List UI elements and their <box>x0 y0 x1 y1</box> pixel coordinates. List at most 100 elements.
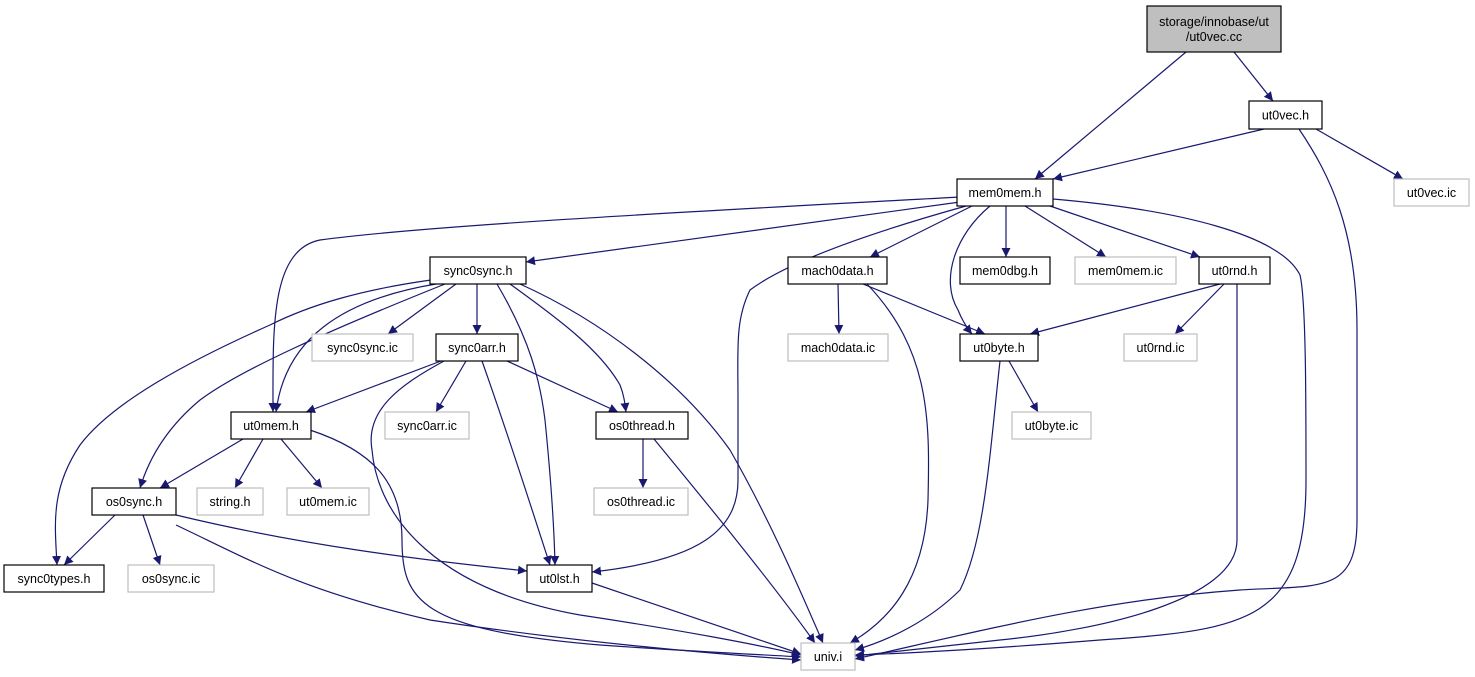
node-box <box>595 411 689 440</box>
node-mem0mem-ic: mem0mem.ic <box>1074 256 1177 285</box>
node-label: ut0byte.ic <box>1025 419 1079 433</box>
node-label: mem0dbg.h <box>972 264 1038 278</box>
node-box <box>593 487 689 516</box>
node-mach0data-ic: mach0data.ic <box>787 333 889 362</box>
node-box <box>435 333 519 362</box>
node-box <box>1123 333 1198 362</box>
node-label: sync0types.h <box>18 572 91 586</box>
edge-ut0rnd-h-to-ut0rnd-ic <box>1174 283 1225 335</box>
node-label: ut0vec.h <box>1262 108 1309 122</box>
edge-sync0sync-h-to-os0thread-h <box>509 283 630 413</box>
node-box <box>787 256 888 285</box>
edge-sync0sync-h-to-ut0mem-h <box>272 283 437 413</box>
node-label: ut0rnd.h <box>1212 264 1258 278</box>
node-box <box>1074 256 1177 285</box>
node-label: univ.i <box>814 650 842 664</box>
edge-ut0byte-h-to-univ-i <box>854 360 1001 652</box>
node-ut0mem-ic: ut0mem.ic <box>286 487 370 516</box>
edge-sync0arr-h-to-ut0lst-h <box>481 360 552 566</box>
edge-ut0mem-h-to-string-h <box>234 438 264 489</box>
edge-mem0mem-h-to-mem0mem-ic <box>1024 205 1107 258</box>
node-label: sync0arr.h <box>448 341 506 355</box>
edge-mem0mem-h-to-ut0lst-h <box>591 205 967 576</box>
node-os0thread-h[interactable]: os0thread.h <box>595 411 689 440</box>
edge-ut0mem-h-to-univ-i <box>309 429 802 661</box>
node-label: os0sync.h <box>106 495 162 509</box>
edge-sync0sync-h-to-sync0types-h <box>52 279 432 566</box>
node-root[interactable]: storage/innobase/ut/ut0vec.cc <box>1146 5 1282 53</box>
edge-mach0data-h-to-mach0data-ic <box>834 283 844 335</box>
node-ut0mem-h[interactable]: ut0mem.h <box>230 411 312 440</box>
node-box <box>384 411 470 440</box>
node-box <box>286 487 370 516</box>
edge-sync0arr-h-to-os0thread-h <box>506 360 619 413</box>
node-sync0arr-h[interactable]: sync0arr.h <box>435 333 519 362</box>
edge-sync0sync-h-to-univ-i <box>519 283 824 644</box>
node-label: os0thread.h <box>609 419 675 433</box>
edge-sync0sync-h-to-os0sync-h <box>138 283 446 489</box>
node-box <box>959 256 1051 285</box>
node-box <box>1248 100 1323 130</box>
edge-os0sync-h-to-os0sync-ic <box>142 514 162 566</box>
node-label: os0sync.ic <box>142 572 200 586</box>
edge-ut0vec-h-to-ut0vec-ic <box>1315 128 1404 180</box>
node-ut0byte-h[interactable]: ut0byte.h <box>959 333 1039 362</box>
edge-ut0lst-h-to-univ-i <box>591 582 802 656</box>
node-mem0dbg-h[interactable]: mem0dbg.h <box>959 256 1051 285</box>
node-mem0mem-h[interactable]: mem0mem.h <box>956 178 1054 207</box>
edge-root-to-ut0vec-h <box>1233 51 1274 102</box>
node-label: mach0data.ic <box>801 341 875 355</box>
edge-sync0arr-h-to-univ-i <box>370 360 802 658</box>
edge-sync0arr-h-to-sync0arr-ic <box>435 360 467 413</box>
node-univ-i: univ.i <box>800 642 856 671</box>
node-label: string.h <box>210 495 251 509</box>
node-ut0lst-h[interactable]: ut0lst.h <box>526 564 593 593</box>
edge-mem0mem-h-to-mach0data-h <box>869 205 973 258</box>
edge-ut0mem-h-to-ut0mem-ic <box>280 438 323 489</box>
node-label: ut0byte.h <box>973 341 1024 355</box>
node-ut0byte-ic: ut0byte.ic <box>1011 411 1092 440</box>
edge-ut0mem-h-to-os0sync-h <box>159 438 244 489</box>
node-label: mem0mem.h <box>969 186 1042 200</box>
node-label: os0thread.ic <box>607 495 675 509</box>
node-sync0sync-ic: sync0sync.ic <box>311 333 414 362</box>
node-label: /ut0vec.cc <box>1186 30 1242 44</box>
node-ut0rnd-h[interactable]: ut0rnd.h <box>1198 256 1271 285</box>
node-box <box>800 642 856 671</box>
node-sync0types-h[interactable]: sync0types.h <box>3 564 105 593</box>
edge-mem0mem-h-to-ut0rnd-h <box>1049 205 1201 259</box>
node-string-h: string.h <box>196 487 264 516</box>
edge-os0sync-h-to-ut0lst-h <box>175 514 528 575</box>
edge-mach0data-h-to-ut0byte-h <box>862 283 986 335</box>
node-label: mem0mem.ic <box>1088 264 1163 278</box>
node-ut0vec-ic: ut0vec.ic <box>1393 178 1470 207</box>
node-label: ut0rnd.ic <box>1137 341 1185 355</box>
edge-mem0mem-h-to-sync0sync-h <box>525 201 961 266</box>
edge-ut0vec-h-to-mem0mem-h <box>1052 128 1265 182</box>
node-box <box>526 564 593 593</box>
node-label: sync0sync.ic <box>327 341 398 355</box>
edge-sync0arr-h-to-ut0mem-h <box>305 360 442 414</box>
node-os0thread-ic: os0thread.ic <box>593 487 689 516</box>
node-box <box>230 411 312 440</box>
edge-mem0mem-h-to-univ-i <box>854 198 1307 660</box>
node-box <box>127 564 215 593</box>
nodes: storage/innobase/ut/ut0vec.cc ut0vec.h mem… <box>3 5 1470 671</box>
node-mach0data-h[interactable]: mach0data.h <box>787 256 888 285</box>
edge-os0sync-h-to-sync0types-h <box>63 514 116 566</box>
node-box <box>3 564 105 593</box>
node-sync0sync-h[interactable]: sync0sync.h <box>429 256 527 285</box>
node-sync0arr-ic: sync0arr.ic <box>384 411 470 440</box>
node-label: storage/innobase/ut <box>1159 15 1269 29</box>
node-box <box>787 333 889 362</box>
node-box <box>956 178 1054 207</box>
node-os0sync-h[interactable]: os0sync.h <box>91 487 177 516</box>
node-ut0rnd-ic: ut0rnd.ic <box>1123 333 1198 362</box>
node-box <box>91 487 177 516</box>
edge-sync0sync-h-to-ut0lst-h <box>496 283 560 566</box>
edge-sync0sync-h-to-sync0sync-ic <box>387 283 457 335</box>
edge-os0sync-h-to-univ-i <box>175 524 802 664</box>
node-ut0vec-h[interactable]: ut0vec.h <box>1248 100 1323 130</box>
node-label: ut0lst.h <box>539 572 579 586</box>
